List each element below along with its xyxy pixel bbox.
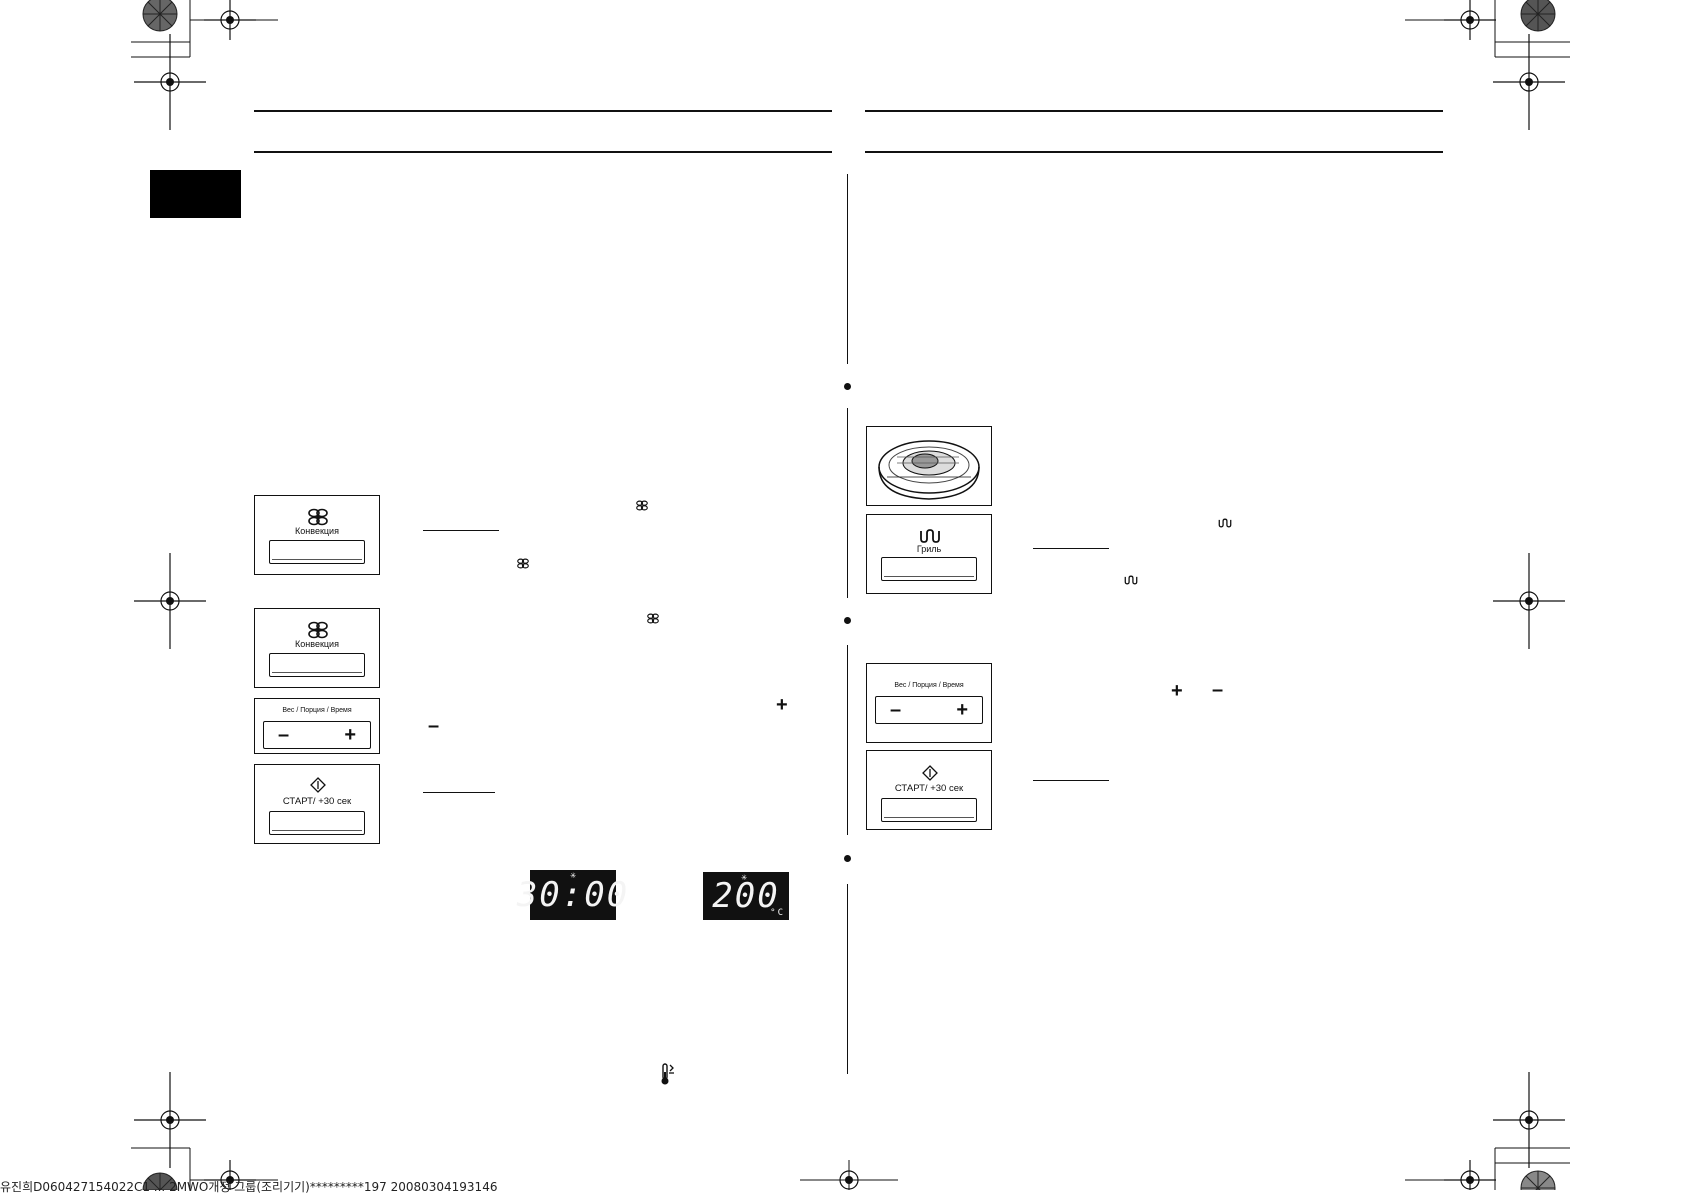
minus-symbol: – xyxy=(1212,679,1224,701)
grill-key-slot xyxy=(881,557,977,581)
grill-heater-icon xyxy=(1124,575,1138,585)
right-underline-2 xyxy=(1033,780,1109,781)
left-underline-2 xyxy=(423,792,495,793)
weight-portion-time-stepper[interactable]: – + xyxy=(263,721,371,749)
time-display: ✳ 30:00 xyxy=(517,870,627,920)
fan-icon xyxy=(517,558,529,569)
weight-portion-time-label: Вес / Порция / Время xyxy=(282,707,352,714)
column-divider-1 xyxy=(847,174,848,364)
weight-portion-time-panel-right[interactable]: Вес / Порция / Время – + xyxy=(866,663,992,743)
weight-portion-time-label: Вес / Порция / Время xyxy=(894,682,964,689)
right-underline-1 xyxy=(1033,548,1109,549)
start-button-panel-left[interactable]: СТАРТ/ +30 сек xyxy=(254,764,380,844)
convection-button-panel-2[interactable]: Конвекция xyxy=(254,608,380,688)
minus-key[interactable]: – xyxy=(278,724,290,746)
plus-symbol: + xyxy=(776,694,788,716)
plus-symbol: + xyxy=(1171,680,1183,702)
convection-button-panel-1[interactable]: Конвекция xyxy=(254,495,380,575)
right-header-rule-bottom xyxy=(865,151,1443,153)
start-diamond-icon xyxy=(310,777,326,793)
temperature-display-value: 200 xyxy=(712,876,780,916)
start-diamond-icon xyxy=(922,765,938,781)
column-divider-2 xyxy=(847,408,848,598)
minus-key[interactable]: – xyxy=(890,699,902,721)
convection-label: Конвекция xyxy=(295,639,339,649)
turntable-grill-illustration xyxy=(866,426,992,506)
fan-icon xyxy=(308,508,328,526)
bullet-1 xyxy=(844,383,851,390)
grill-button-panel[interactable]: Гриль xyxy=(866,514,992,594)
plus-key[interactable]: + xyxy=(956,699,968,721)
start-key-slot xyxy=(269,811,365,835)
start-label: СТАРТ/ +30 сек xyxy=(894,783,964,794)
convection-key-slot xyxy=(269,540,365,564)
language-tab xyxy=(150,170,241,218)
fan-icon xyxy=(647,613,659,624)
convection-indicator-icon: ✳ xyxy=(741,872,750,883)
convection-key-slot xyxy=(269,653,365,677)
bullet-2 xyxy=(844,617,851,624)
thermometer-icon xyxy=(661,1063,674,1085)
column-divider-3 xyxy=(847,645,848,835)
convection-indicator-icon: ✳ xyxy=(570,870,579,881)
left-header-rule-top xyxy=(254,110,832,112)
minus-symbol: – xyxy=(428,715,440,737)
grill-label: Гриль xyxy=(916,544,942,554)
column-divider-4 xyxy=(847,884,848,1074)
grill-heater-icon xyxy=(1218,518,1232,528)
start-key-slot xyxy=(881,798,977,822)
turntable-with-food-illustration xyxy=(878,440,980,500)
left-underline-1 xyxy=(423,530,499,531)
weight-portion-time-stepper[interactable]: – + xyxy=(875,696,983,724)
temperature-display: ✳ 200 °C xyxy=(703,872,789,920)
temperature-unit: °C xyxy=(770,908,785,918)
weight-portion-time-panel-left[interactable]: Вес / Порция / Время – + xyxy=(254,698,380,754)
right-header-rule-top xyxy=(865,110,1443,112)
fan-icon xyxy=(636,500,648,511)
grill-heater-icon xyxy=(920,529,940,543)
print-footer-filename: 유진희D060427154022C1 ... 2MWO개정 그룹(조리기기)**… xyxy=(0,1180,498,1194)
plus-key[interactable]: + xyxy=(344,724,356,746)
bullet-3 xyxy=(844,855,851,862)
time-display-value: 30:00 xyxy=(516,875,630,915)
left-header-rule-bottom xyxy=(254,151,832,153)
fan-icon xyxy=(308,621,328,639)
start-button-panel-right[interactable]: СТАРТ/ +30 сек xyxy=(866,750,992,830)
start-label: СТАРТ/ +30 сек xyxy=(282,796,352,807)
convection-label: Конвекция xyxy=(295,526,339,536)
